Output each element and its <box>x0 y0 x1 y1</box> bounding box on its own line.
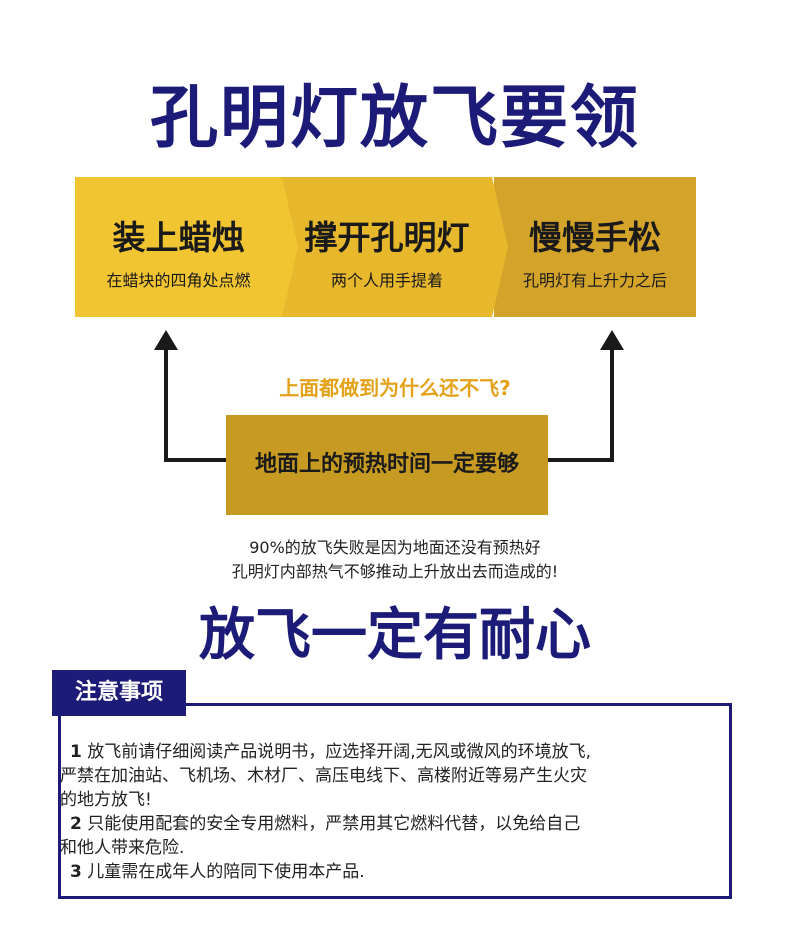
item-number: 3 <box>70 862 82 882</box>
notice-item: 1 放飞前请仔细阅读产品说明书，应选择开阔,无风或微风的环境放飞, <box>70 740 725 764</box>
step-title: 装上蜡烛 <box>112 218 245 257</box>
item-text: 和他人带来危险. <box>60 838 185 858</box>
note-line: 孔明灯内部热气不够推动上升放出去而造成的! <box>231 562 559 581</box>
item-text: 的地方放飞! <box>60 790 152 810</box>
question-text: 上面都做到为什么还不飞? <box>279 376 511 400</box>
slogan: 放飞一定有耐心 <box>199 603 591 668</box>
step-card-candle: 装上蜡烛 在蜡块的四角处点燃 <box>75 177 282 317</box>
notice-item-cont: 严禁在加油站、飞机场、木材厂、高压电线下、高楼附近等易产生火灾 <box>60 764 725 788</box>
arrowhead-left-icon <box>154 330 178 350</box>
arrow-left-icon <box>164 345 226 462</box>
arrowhead-right-icon <box>600 330 624 350</box>
notice-item: 3 儿童需在成年人的陪同下使用本产品. <box>70 860 725 884</box>
item-text: 放飞前请仔细阅读产品说明书，应选择开阔,无风或微风的环境放飞, <box>87 742 592 762</box>
step-subtitle: 孔明灯有上升力之后 <box>522 271 667 290</box>
notice-item-cont: 的地方放飞! <box>60 788 725 812</box>
step-subtitle: 两个人用手提着 <box>330 271 443 290</box>
arrow-right-icon <box>548 345 614 462</box>
notice-tab: 注意事项 <box>52 670 186 716</box>
item-text: 严禁在加油站、飞机场、木材厂、高压电线下、高楼附近等易产生火灾 <box>60 766 587 786</box>
notice-body: 1 放飞前请仔细阅读产品说明书，应选择开阔,无风或微风的环境放飞, 严禁在加油站… <box>60 740 725 884</box>
item-text: 儿童需在成年人的陪同下使用本产品. <box>87 862 365 882</box>
step-title: 撑开孔明灯 <box>304 218 470 257</box>
step-card-release: 慢慢手松 孔明灯有上升力之后 <box>494 177 696 317</box>
notice-item: 2 只能使用配套的安全专用燃料，严禁用其它燃料代替，以免给自己 <box>70 812 725 836</box>
step-title: 慢慢手松 <box>529 218 661 257</box>
item-number: 2 <box>70 814 82 834</box>
preheat-box: 地面上的预热时间一定要够 <box>226 415 548 515</box>
step-subtitle: 在蜡块的四角处点燃 <box>106 271 251 290</box>
item-number: 1 <box>70 742 82 762</box>
note-line: 90%的放飞失败是因为地面还没有预热好 <box>249 538 541 557</box>
item-text: 只能使用配套的安全专用燃料，严禁用其它燃料代替，以免给自己 <box>87 814 581 834</box>
step-card-open: 撑开孔明灯 两个人用手提着 <box>282 177 492 317</box>
notice-box <box>58 703 732 899</box>
notice-item-cont: 和他人带来危险. <box>60 836 725 860</box>
page-title: 孔明灯放飞要领 <box>149 79 640 158</box>
chevron-right-icon <box>282 177 298 317</box>
chevron-right-icon <box>492 177 508 317</box>
